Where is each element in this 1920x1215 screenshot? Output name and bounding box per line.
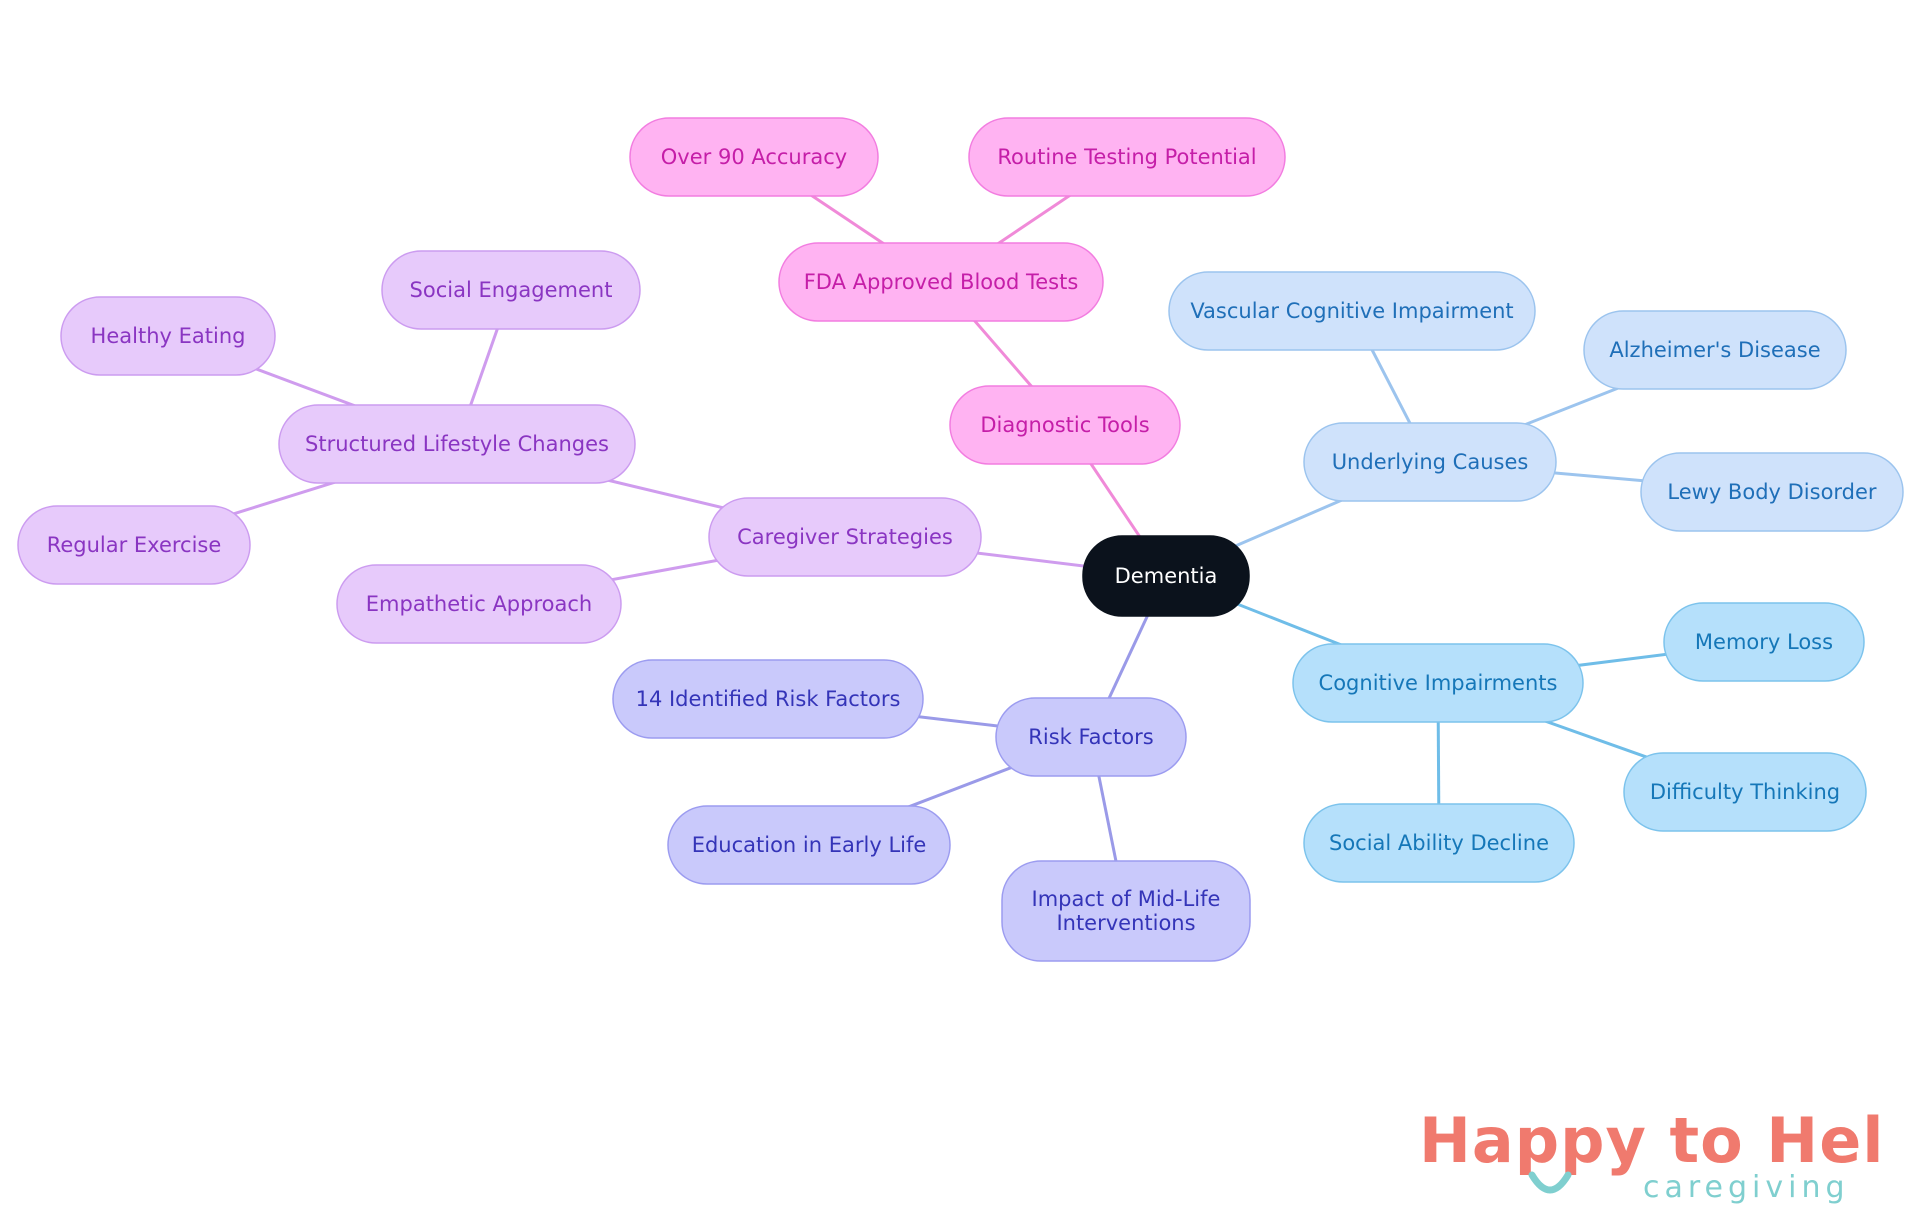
node-shape xyxy=(708,497,982,577)
node-shape xyxy=(1001,860,1251,962)
node-shape xyxy=(667,805,951,885)
node-shape xyxy=(995,697,1187,777)
node-empathetic-approach[interactable]: Empathetic Approach xyxy=(336,564,622,644)
node-label: Over 90 Accuracy xyxy=(661,145,847,169)
logo-tagline: caregiving xyxy=(1643,1170,1850,1205)
node-difficulty-thinking[interactable]: Difficulty Thinking xyxy=(1623,752,1867,832)
node-risk-factors[interactable]: Risk Factors xyxy=(995,697,1187,777)
node-label: FDA Approved Blood Tests xyxy=(804,270,1079,294)
node-shape xyxy=(1168,271,1536,351)
node-label: Routine Testing Potential xyxy=(997,145,1256,169)
node-fda-approved-blood-tests[interactable]: FDA Approved Blood Tests xyxy=(778,242,1104,322)
node-vascular-cognitive-impairment[interactable]: Vascular Cognitive Impairment xyxy=(1168,271,1536,351)
node-lewy-body-disorder[interactable]: Lewy Body Disorder xyxy=(1640,452,1904,532)
node-label: Structured Lifestyle Changes xyxy=(305,432,609,456)
node-label: Alzheimer's Disease xyxy=(1609,338,1820,362)
node-shape xyxy=(1623,752,1867,832)
node-shape xyxy=(1583,310,1847,390)
mind-map-nodes: Dementia Diagnostic Tools FDA Approved Blo… xyxy=(17,117,1904,962)
node-label: Social Engagement xyxy=(410,278,613,302)
node-label: Healthy Eating xyxy=(91,324,246,348)
node-diagnostic-tools[interactable]: Diagnostic Tools xyxy=(949,385,1181,465)
node-label: Difficulty Thinking xyxy=(1650,780,1840,804)
node-social-engagement[interactable]: Social Engagement xyxy=(381,250,641,330)
node-social-ability-decline[interactable]: Social Ability Decline xyxy=(1303,803,1575,883)
node-shape xyxy=(1303,422,1557,502)
node-memory-loss[interactable]: Memory Loss xyxy=(1663,602,1865,682)
node-shape xyxy=(1292,643,1584,723)
node-label: Lewy Body Disorder xyxy=(1667,480,1877,504)
node-alzheimers-disease[interactable]: Alzheimer's Disease xyxy=(1583,310,1847,390)
node-shape xyxy=(17,505,251,585)
node-label: Caregiver Strategies xyxy=(737,525,953,549)
node-shape xyxy=(60,296,276,376)
happy-to-help-logo: Happy to Help caregiving xyxy=(1415,1104,1920,1205)
node-caregiver-strategies[interactable]: Caregiver Strategies xyxy=(708,497,982,577)
node-shape xyxy=(612,659,924,739)
node-healthy-eating[interactable]: Healthy Eating xyxy=(60,296,276,376)
node-label: Memory Loss xyxy=(1695,630,1833,654)
node-shape xyxy=(629,117,879,197)
node-label: Cognitive Impairments xyxy=(1319,671,1558,695)
node-label: Empathetic Approach xyxy=(366,592,592,616)
node-label: Education in Early Life xyxy=(692,833,927,857)
node-shape xyxy=(1082,535,1250,617)
node-label: Diagnostic Tools xyxy=(980,413,1149,437)
node-identified-risk-factors[interactable]: 14 Identified Risk Factors xyxy=(612,659,924,739)
node-structured-lifestyle-changes[interactable]: Structured Lifestyle Changes xyxy=(278,404,636,484)
node-over-90-accuracy[interactable]: Over 90 Accuracy xyxy=(629,117,879,197)
node-label: Vascular Cognitive Impairment xyxy=(1190,299,1513,323)
node-shape xyxy=(336,564,622,644)
node-underlying-causes[interactable]: Underlying Causes xyxy=(1303,422,1557,502)
node-shape xyxy=(1303,803,1575,883)
node-shape xyxy=(381,250,641,330)
node-label: Social Ability Decline xyxy=(1329,831,1549,855)
node-routine-testing-potential[interactable]: Routine Testing Potential xyxy=(968,117,1286,197)
node-label: Underlying Causes xyxy=(1332,450,1529,474)
smile-icon xyxy=(1528,1171,1572,1194)
node-shape xyxy=(949,385,1181,465)
node-regular-exercise[interactable]: Regular Exercise xyxy=(17,505,251,585)
node-label: Risk Factors xyxy=(1028,725,1153,749)
node-label: Dementia xyxy=(1115,564,1218,588)
logo-wordmark: Happy to Help xyxy=(1419,1105,1885,1177)
node-shape xyxy=(1640,452,1904,532)
node-shape xyxy=(778,242,1104,322)
node-education-early-life[interactable]: Education in Early Life xyxy=(667,805,951,885)
node-label: 14 Identified Risk Factors xyxy=(636,687,901,711)
node-shape xyxy=(1663,602,1865,682)
node-root[interactable]: Dementia xyxy=(1082,535,1250,617)
node-shape xyxy=(278,404,636,484)
node-cognitive-impairments[interactable]: Cognitive Impairments xyxy=(1292,643,1584,723)
node-shape xyxy=(968,117,1286,197)
node-label: Regular Exercise xyxy=(47,533,222,557)
